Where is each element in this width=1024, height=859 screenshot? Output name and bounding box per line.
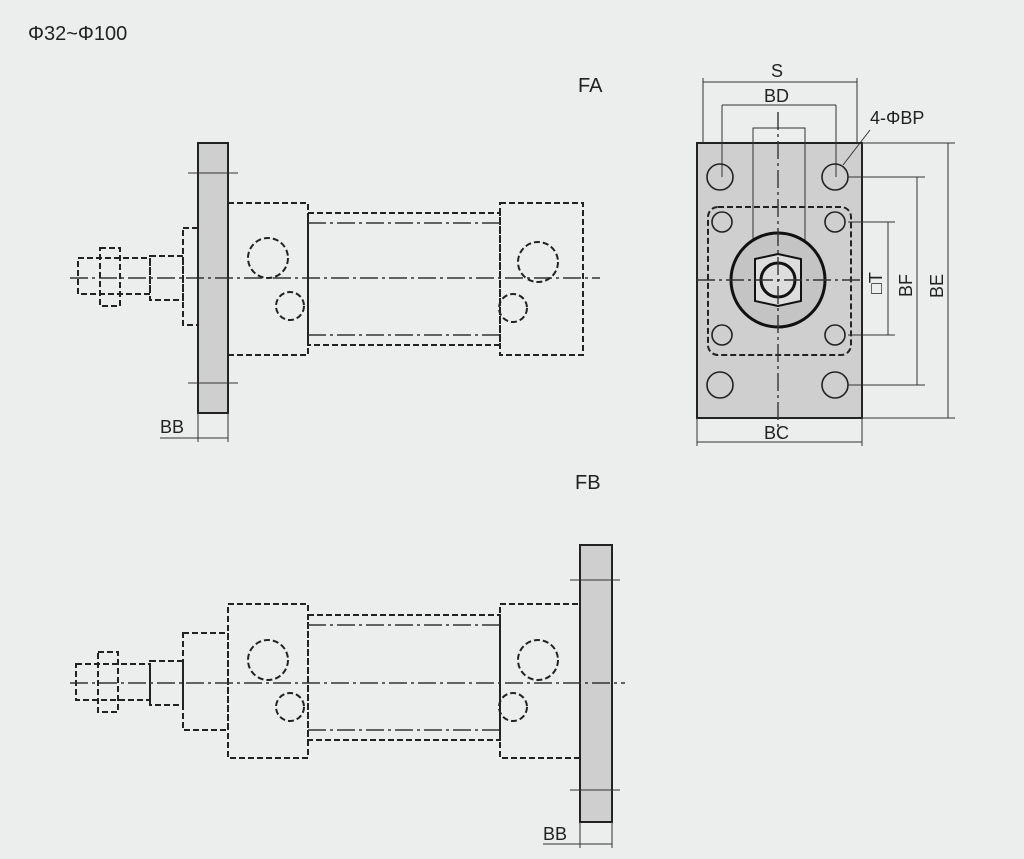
bp-hole-label: 4-ΦBP xyxy=(870,108,924,128)
be-dimension: BE xyxy=(927,274,947,298)
fa-bb-dimension: BB xyxy=(160,417,184,437)
fa-side-view: FA BB xyxy=(70,75,603,442)
fb-label: FB xyxy=(575,472,601,494)
fb-rod-end xyxy=(75,663,151,701)
fa-rod-nut xyxy=(99,247,121,307)
fa-boss xyxy=(182,227,199,326)
bc-dimension: BC xyxy=(764,423,789,443)
size-range-title: Φ32~Φ100 xyxy=(28,23,127,45)
fa-label: FA xyxy=(578,75,603,97)
fb-tube xyxy=(307,614,501,741)
t-dimension: □T xyxy=(866,272,886,294)
s-dimension: S xyxy=(771,61,783,81)
bf-dimension: BF xyxy=(896,274,916,297)
fb-boss xyxy=(182,632,229,731)
fa-tube xyxy=(307,212,501,346)
fa-rod-end xyxy=(77,257,151,295)
front-view: S BD 4-ΦBP □T BF BE BC xyxy=(696,61,955,446)
fb-side-view: FB BB xyxy=(70,472,625,848)
fb-bb-dimension: BB xyxy=(543,824,567,844)
fb-rod-nut xyxy=(97,651,119,713)
fa-rear-cover xyxy=(499,202,584,356)
mounting-holes xyxy=(706,163,849,399)
bd-dimension: BD xyxy=(764,86,789,106)
fb-rear-cover xyxy=(499,603,581,759)
